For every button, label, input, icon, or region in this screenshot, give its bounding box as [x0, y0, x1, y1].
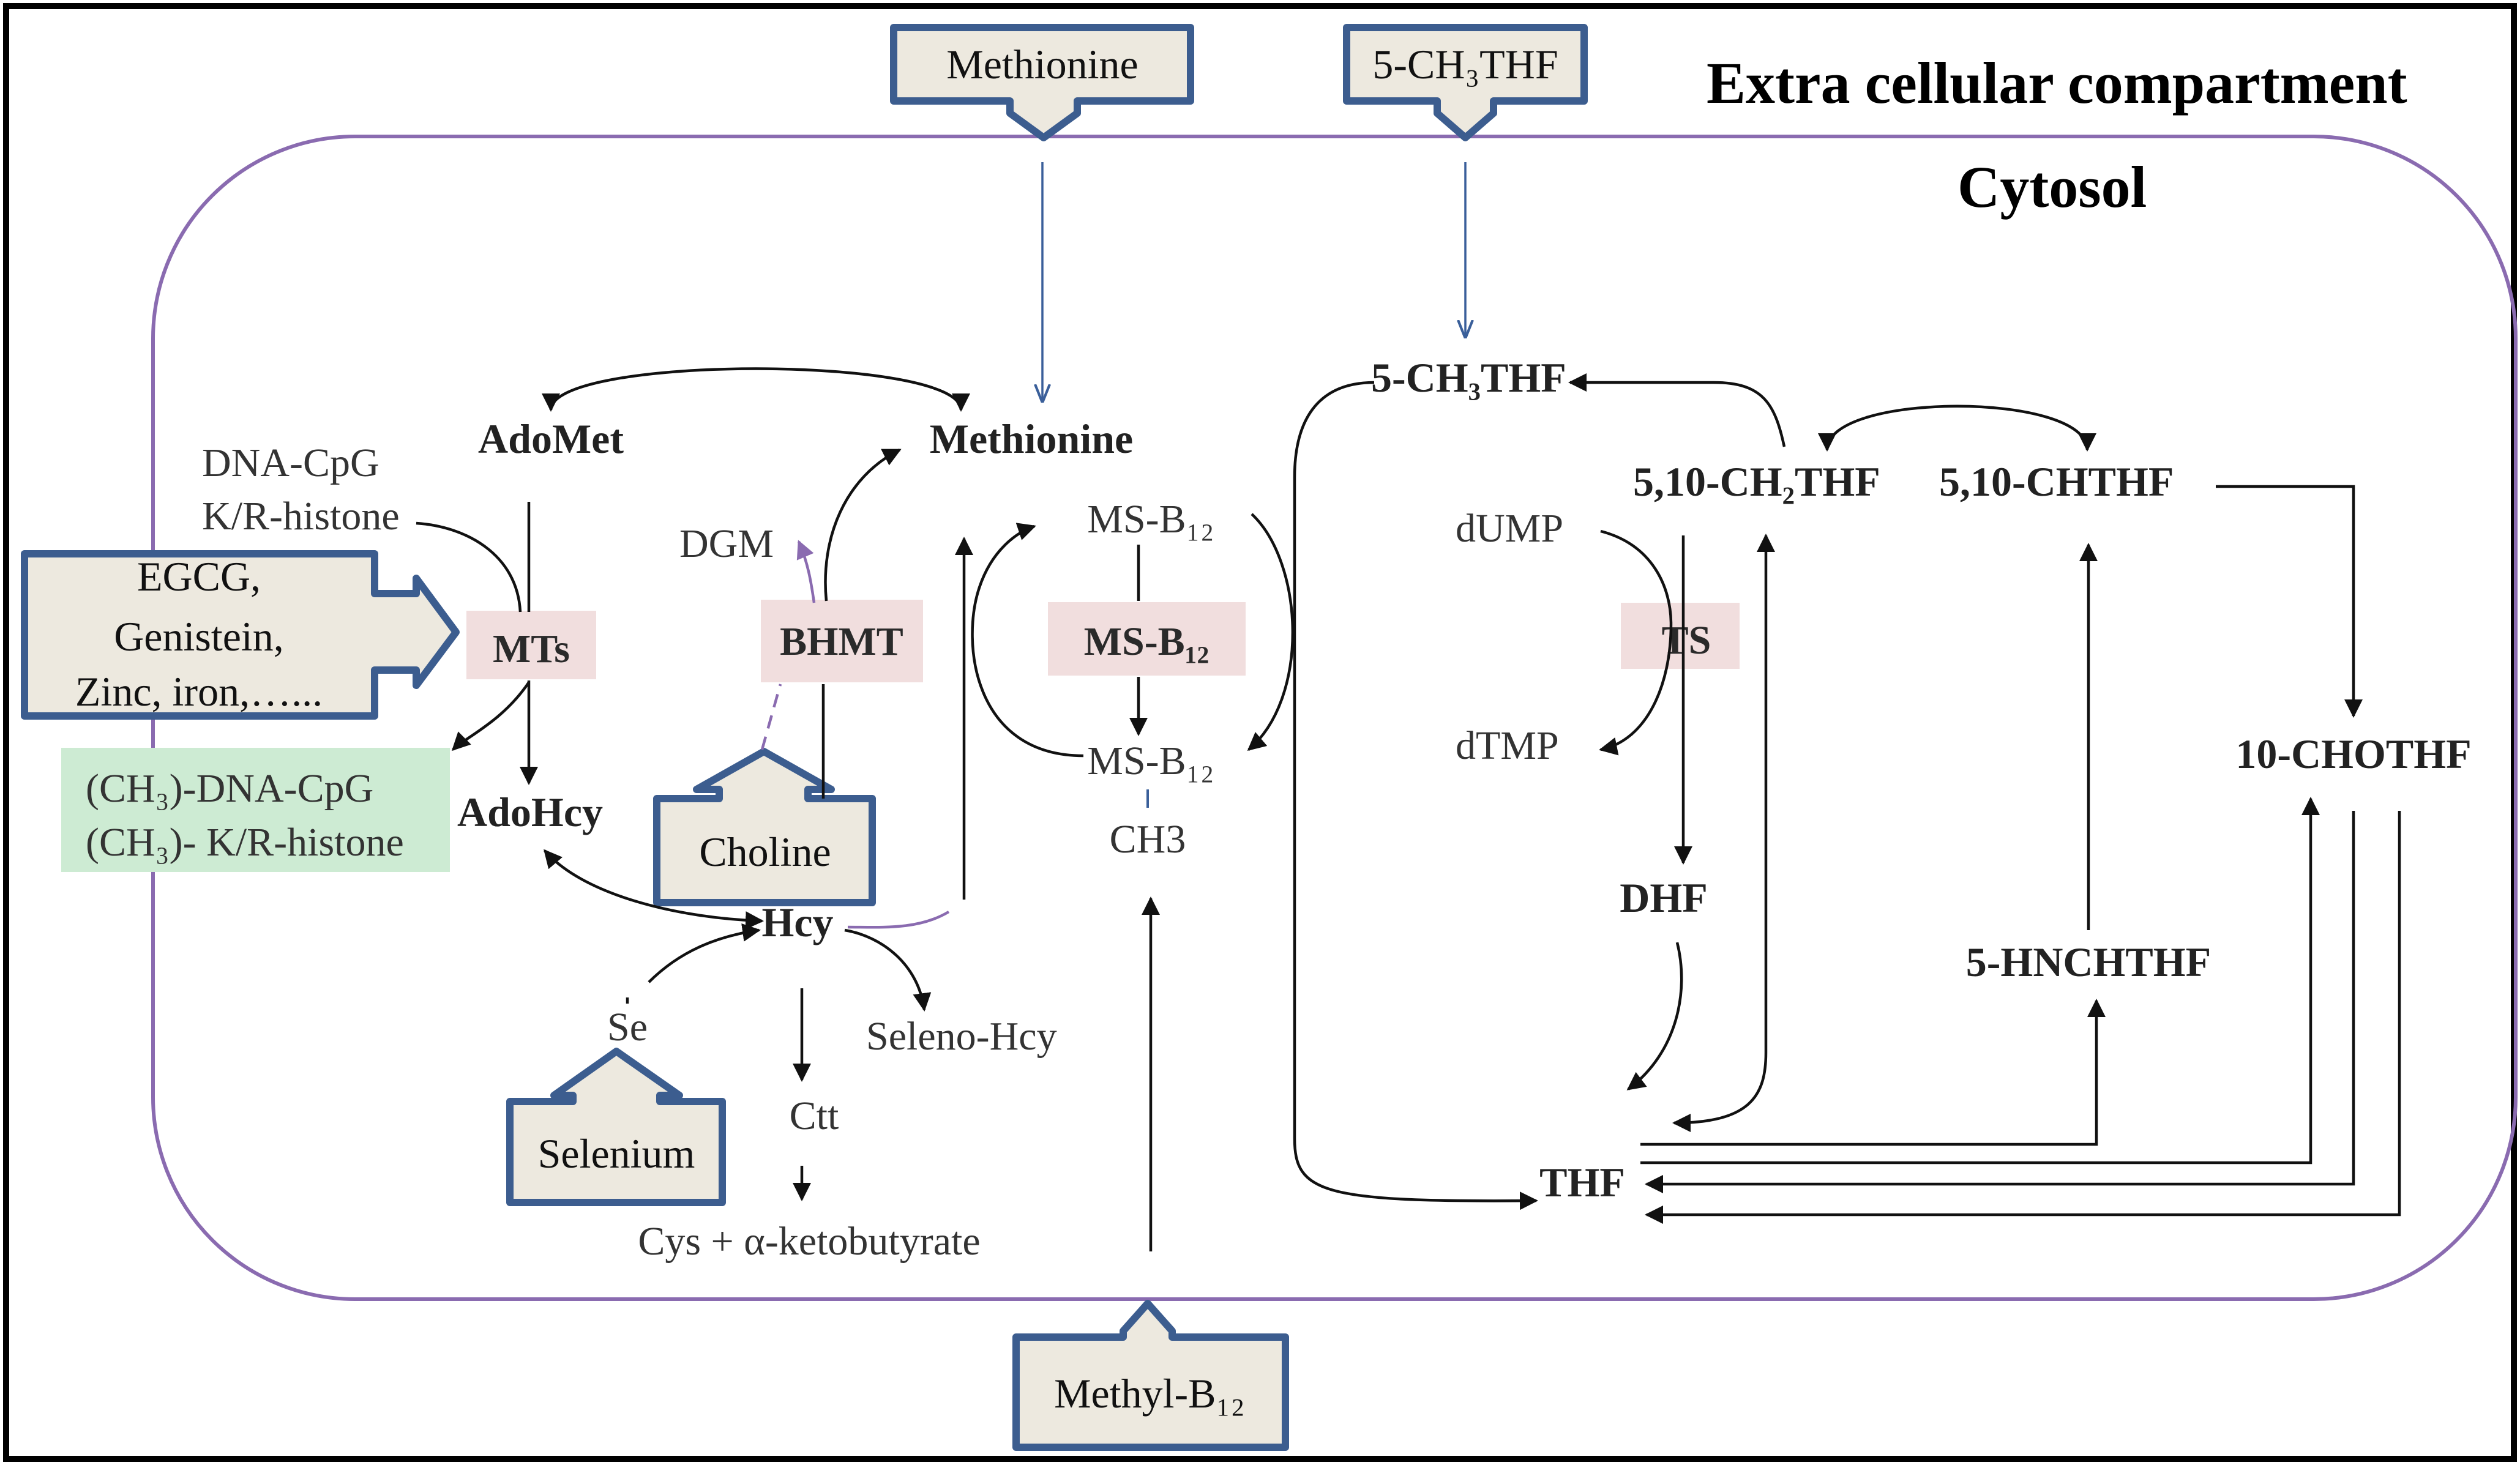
extracellular-title: Extra cellular compartment: [1707, 50, 2407, 116]
hcy-label: Hcy: [761, 899, 833, 945]
se-to-hcy-curve: [648, 923, 761, 983]
bhmt-to-methionine-arrow: [824, 448, 902, 602]
ch3thf-input-callout: 5-CH₃THF: [1343, 24, 1588, 141]
hcy-to-methionine-ms-arrow: [847, 911, 950, 929]
dgm-label: DGM: [679, 521, 774, 566]
adohcy-label: AdoHcy: [457, 789, 603, 835]
inhibitor-egcg: EGCG,: [137, 553, 261, 600]
thf-to-ch2thf-arrow: [1672, 534, 1775, 1132]
bhmt-to-dgm-arrow: [796, 540, 816, 603]
hnchthf-label: 5-HNCHTHF: [1966, 939, 2211, 985]
dump-to-dtmp-curve: [1599, 529, 1673, 756]
hcy-to-seleno-hcy-arrow: [844, 928, 932, 1012]
bhmt-enzyme: BHMT: [761, 600, 923, 682]
thf-to-hnchthf-arrow: [1640, 999, 2106, 1146]
thf-label: THF: [1539, 1159, 1625, 1206]
adohcy-hcy-arrow: [544, 849, 764, 930]
mts-enzyme: MTs: [466, 611, 596, 679]
folate-ch3thf-label: 5-CH₃THF: [1371, 354, 1566, 401]
chthf-label: 5,10-CHTHF: [1939, 458, 2174, 505]
choline-label: Choline: [699, 829, 831, 875]
methionine-input-label: Methionine: [946, 41, 1138, 88]
substrate-curve: [416, 521, 522, 613]
ch2thf-chthf-arc: [1818, 404, 2096, 452]
seleno-hcy-label: Seleno-Hcy: [866, 1014, 1057, 1059]
mts-to-products-arrow: [451, 681, 530, 751]
methylated-products-box: (CH₃)-DNA-CpG (CH₃)- K/R-histone: [61, 748, 450, 872]
kr-histone-label: K/R-histone: [202, 494, 400, 539]
thf-to-ch3thf-loop: [1293, 381, 1538, 1210]
ms-b12-top-label: MS-B₁₂: [1087, 497, 1214, 542]
methionine-input-callout: Methionine: [890, 24, 1194, 141]
ch3thf-input-label: 5-CH₃THF: [1372, 41, 1558, 88]
dhf-label: DHF: [1620, 874, 1708, 921]
ms-cycle-left-arc: [971, 523, 1084, 758]
choline-to-bhmt-dashed: [760, 684, 782, 750]
ch2thf-label: 5,10-CH₂THF: [1633, 458, 1880, 505]
cys-ketobutyrate-label: Cys + α-ketobutyrate: [638, 1219, 980, 1264]
ms-b12-enzyme: MS-B₁₂: [1048, 602, 1246, 676]
thf-to-chothf-arrow: [1640, 797, 2320, 1165]
bhmt-label: BHMT: [780, 619, 903, 664]
ms-cycle-right-arc: [1247, 513, 1295, 751]
dtmp-label: dTMP: [1456, 723, 1559, 768]
ts-enzyme: TS: [1621, 603, 1740, 669]
chothf-label: 10-CHOTHF: [2235, 731, 2471, 777]
ch2thf-to-ch3thf-arrow: [1568, 373, 1786, 447]
methionine-label: Methionine: [930, 416, 1133, 462]
chothf-to-thf-arrow-2: [1645, 811, 2401, 1224]
inhibitor-zinc-iron: Zinc, iron,…...: [75, 668, 323, 715]
ms-b12-bottom-label: MS-B₁₂: [1087, 739, 1214, 783]
methylated-dna-label: (CH₃)-DNA-CpG: [86, 766, 373, 811]
selenium-callout: Selenium: [506, 1048, 726, 1206]
methyl-b12-callout: Methyl-B₁₂: [1012, 1300, 1289, 1451]
inhibitor-genistein: Genistein,: [114, 613, 284, 660]
methyl-b12-label: Methyl-B₁₂: [1054, 1370, 1245, 1417]
inhibitors-callout: EGCG, Genistein, Zinc, iron,…...: [21, 550, 460, 720]
outer-frame: [3, 3, 2517, 1462]
chothf-to-thf-arrow-1: [1645, 811, 2355, 1193]
dna-cpg-label: DNA-CpG: [202, 441, 379, 485]
adomet-methionine-arc: [542, 367, 970, 412]
dump-label: dUMP: [1456, 506, 1563, 551]
se-label: Se: [607, 1005, 648, 1049]
cytosol-title: Cytosol: [1957, 154, 2147, 220]
ctt-label: Ctt: [790, 1094, 839, 1138]
selenium-label: Selenium: [538, 1130, 695, 1177]
ch3-label: CH3: [1110, 817, 1186, 862]
adomet-label: AdoMet: [478, 416, 624, 462]
methylated-histone-label: (CH₃)- K/R-histone: [86, 820, 404, 865]
mts-label: MTs: [493, 627, 570, 671]
chthf-to-chothf-arrow: [2216, 485, 2363, 718]
ms-b12-enzyme-label: MS-B₁₂: [1084, 619, 1210, 664]
